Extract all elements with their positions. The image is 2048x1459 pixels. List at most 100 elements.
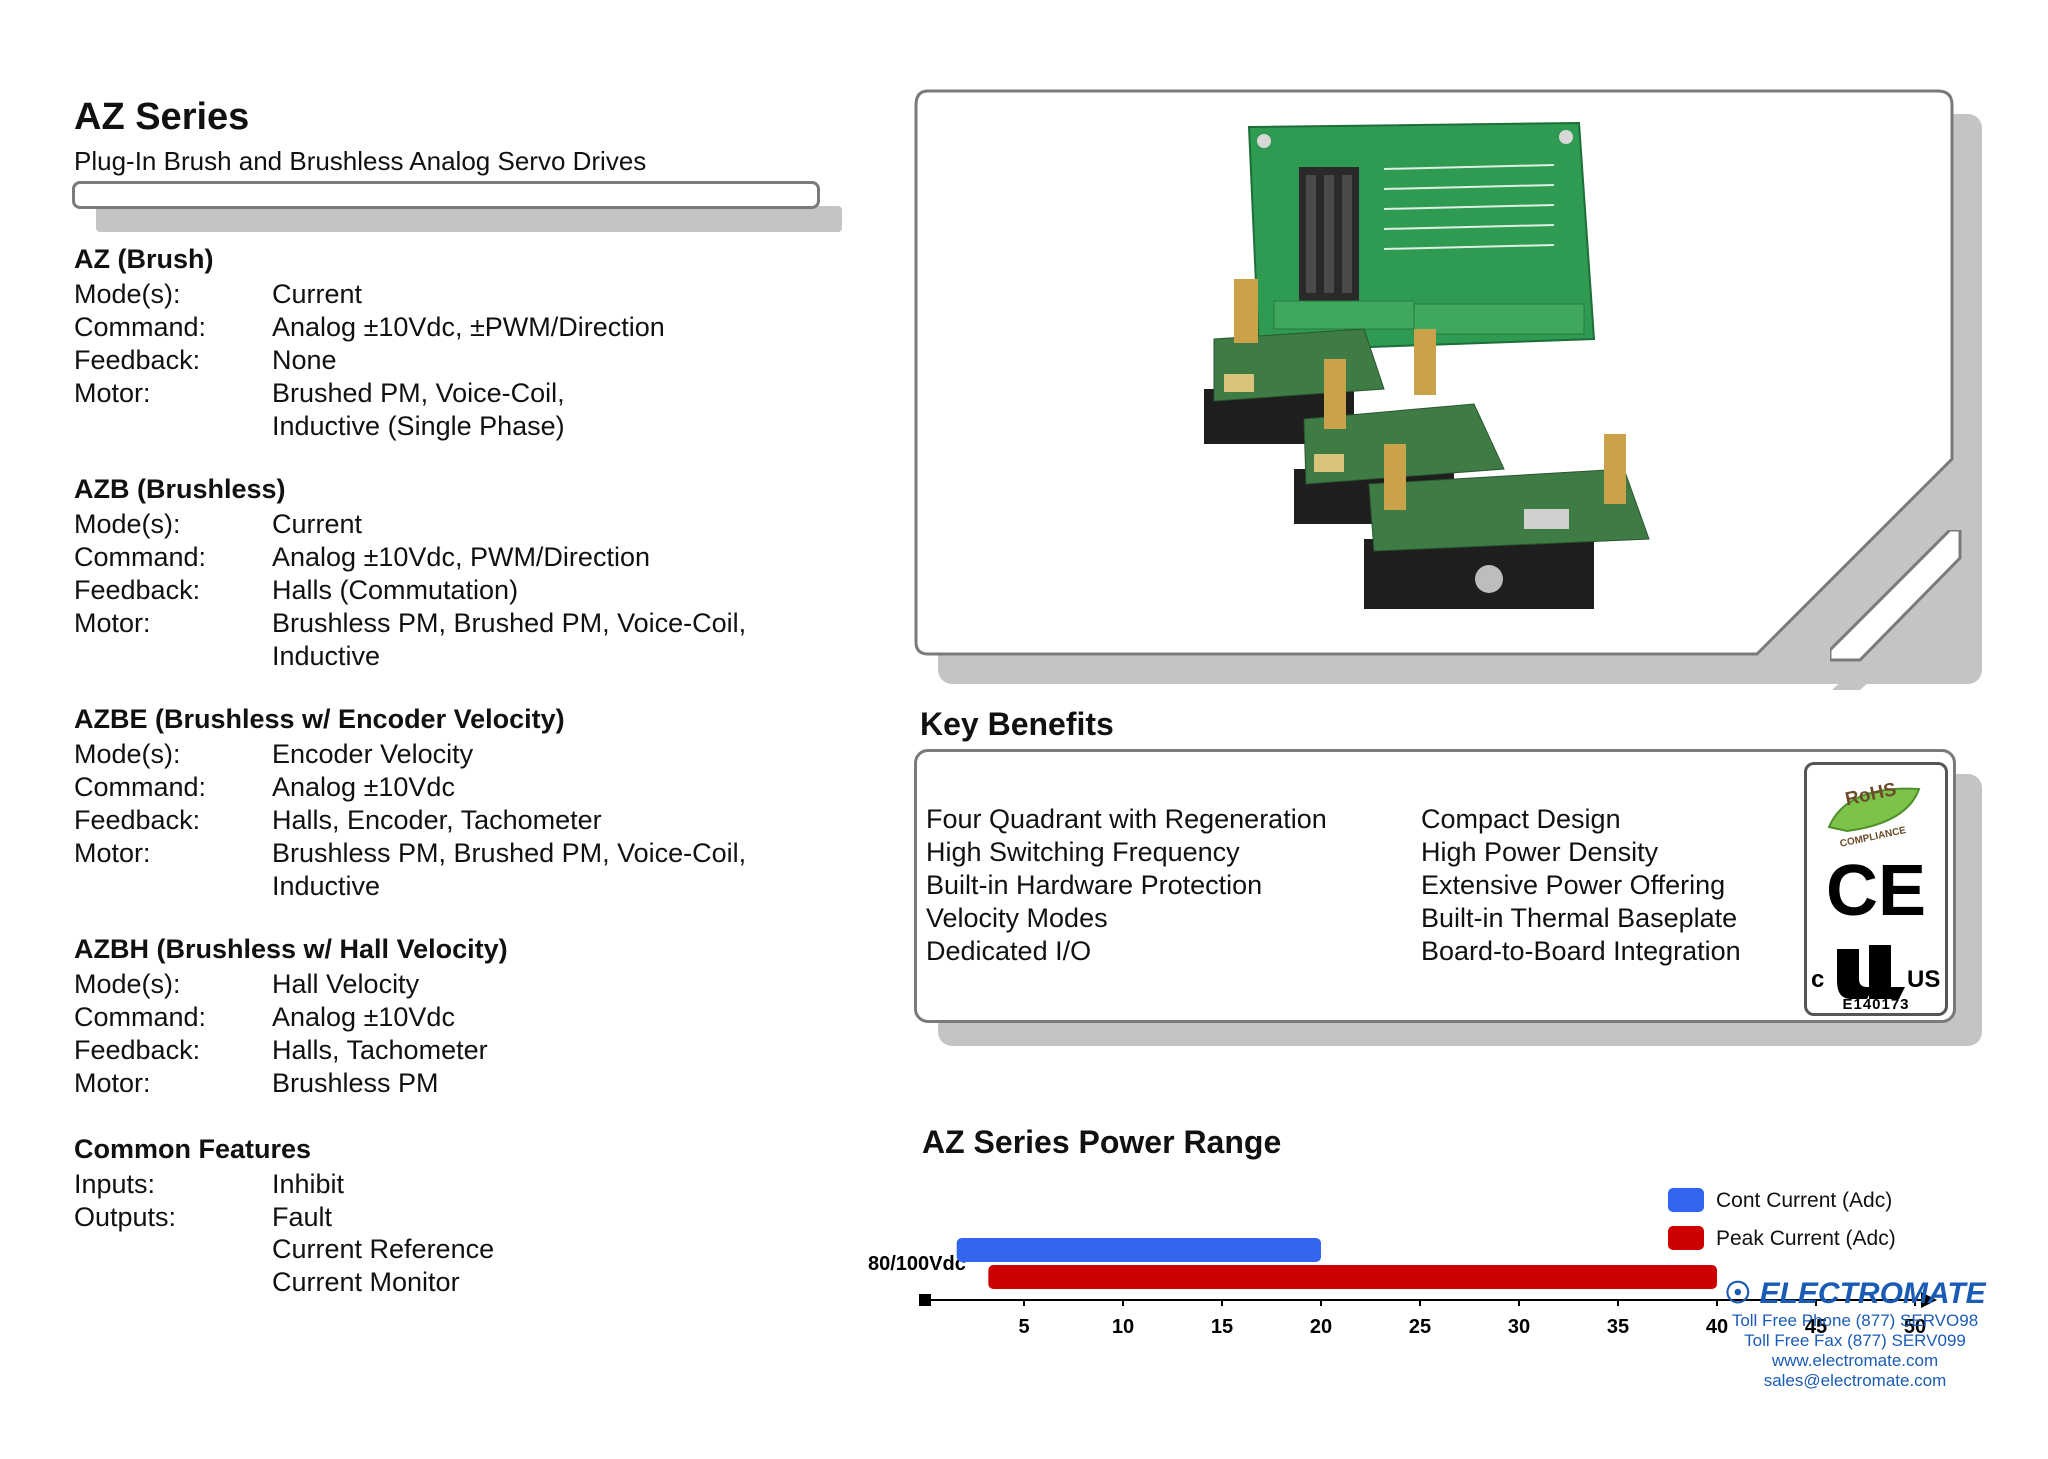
page-title: AZ Series [74,96,250,138]
key-benefits-title: Key Benefits [920,706,1114,742]
legend-swatch [1668,1226,1704,1250]
x-tick-label: 35 [1607,1316,1629,1338]
spec-row: Mode(s):Current [74,508,362,541]
benefit-item: Velocity Modes [926,903,1108,933]
spec-row: Motor: Brushless PM, Brushed PM, Voice-Co… [74,607,746,640]
spec-value-continued: Inductive [272,641,381,671]
category-label: 80/100Vdc [868,1253,966,1275]
spec-row: Motor: Brushless PM [74,1067,439,1100]
spec-row: Outputs: Fault [74,1201,332,1234]
ul-mark-icon: c US E140173 [1811,945,1940,1013]
common-features-heading: Common Features [74,1134,312,1164]
spec-row: Command: Analog ±10Vdc [74,1001,455,1034]
spec-value: Analog ±10Vdc [272,1002,455,1032]
legend-label: Cont Current (Adc) [1716,1189,1892,1212]
svg-text:US: US [1907,966,1940,993]
decorative-stripes [1830,530,1980,690]
spec-label: Feedback: [74,1035,201,1065]
range-bar-cont [956,1238,1321,1262]
spec-label: Mode(s): [74,969,181,999]
spec-label: Mode(s): [74,279,181,309]
spec-row: Motor:Brushed PM, Voice-Coil, [74,377,565,410]
title-bar-shadow [96,206,842,232]
x-axis-arrow-icon [1921,1292,1937,1308]
benefit-item: High Switching Frequency [926,837,1240,867]
rohs-logo: RoHS COMPLIANCE [1827,779,1921,850]
spec-row: Feedback:Halls (Commutation) [74,574,518,607]
spec-row: Mode(s): Hall Velocity [74,968,419,1001]
benefit-item: Built-in Thermal Baseplate [1421,903,1738,933]
section-heading-azb: AZB (Brushless) [74,474,286,504]
benefit-item: Built-in Hardware Protection [926,870,1263,900]
ce-mark-icon: CE [1826,851,1926,931]
spec-label: Command: [74,542,207,572]
x-tick-label: 30 [1508,1316,1530,1338]
spec-label: Feedback: [74,345,201,375]
certification-badges: RoHS COMPLIANCE CE c US E140173 [1804,762,1948,1016]
spec-row: Mode(s): Encoder Velocity [74,738,473,771]
brand-logo: ☉ ELECTROMATE [1680,1276,2030,1311]
page-subtitle: Plug-In Brush and Brushless Analog Servo… [74,146,647,176]
spec-label: Mode(s): [74,509,181,539]
spec-row: Mode(s):Current [74,278,362,311]
spec-label: Command: [74,312,207,342]
benefit-item: Extensive Power Offering [1421,870,1726,900]
svg-text:c: c [1811,966,1824,993]
range-bar-peak [988,1265,1717,1289]
contact-email[interactable]: sales@electromate.com [1763,1371,1947,1390]
spec-label: Inputs: [74,1169,156,1199]
spec-value: Brushless PM, Brushed PM, Voice-Coil, [272,608,747,638]
spec-label: Command: [74,1002,207,1032]
spec-label: Motor: [74,838,151,868]
benefit-item: Compact Design [1421,804,1621,834]
spec-label: Feedback: [74,575,201,605]
benefit-item: Board-to-Board Integration [1421,936,1741,966]
spec-label: Mode(s): [74,739,181,769]
spec-value: Brushed PM, Voice-Coil, [272,378,565,408]
contact-phone: Toll Free Phone (877) SERVO98 [1731,1311,1979,1330]
x-tick-label: 20 [1310,1316,1332,1338]
benefit-item: Dedicated I/O [926,936,1092,966]
drive-boards-illustration [1204,121,1650,609]
spec-value: Analog ±10Vdc, PWM/Direction [272,542,650,572]
x-tick-label: 5 [1018,1316,1029,1338]
spec-value: None [272,345,337,375]
title-bar [72,181,820,209]
contact-website[interactable]: www.electromate.com [1771,1351,1939,1370]
spec-value: Fault [272,1202,333,1232]
spec-value: Hall Velocity [272,969,420,999]
x-tick-label: 40 [1706,1316,1728,1338]
legend-swatch [1668,1188,1704,1212]
spec-label: Motor: [74,1068,151,1098]
benefits-right-column: Compact Design High Power Density Extens… [1421,803,1741,968]
spec-row: Feedback: Halls, Encoder, Tachometer [74,804,602,837]
benefit-item: Four Quadrant with Regeneration [926,804,1327,834]
spec-value: Halls, Encoder, Tachometer [272,805,602,835]
spec-value: Halls, Tachometer [272,1035,488,1065]
spec-value-continued: Current Monitor [272,1267,460,1297]
section-heading-az: AZ (Brush) [74,244,214,274]
section-heading-azbh: AZBH (Brushless w/ Hall Velocity) [74,934,508,964]
x-tick-label: 45 [1805,1316,1827,1338]
spec-value-continued: Current Reference [272,1234,495,1264]
contact-fax: Toll Free Fax (877) SERV099 [1744,1331,1966,1350]
x-tick-label: 50 [1904,1316,1926,1338]
x-tick-label: 25 [1409,1316,1431,1338]
spec-value: Brushless PM, Brushed PM, Voice-Coil, [272,838,747,868]
brand-name: ELECTROMATE [1759,1277,1986,1310]
spec-row: Feedback: Halls, Tachometer [74,1034,488,1067]
key-benefits-panel [914,749,1956,1023]
spec-value-continued: Inductive [272,871,381,901]
spec-row: Command:Analog ±10Vdc, ±PWM/Direction [74,311,665,344]
x-axis-origin-marker [919,1294,931,1306]
spec-value: Encoder Velocity [272,739,474,769]
spec-value: Analog ±10Vdc [272,772,455,802]
spec-value: Brushless PM [272,1068,439,1098]
spec-label: Motor: [74,608,151,638]
spec-label: Outputs: [74,1202,177,1232]
spec-label: Feedback: [74,805,201,835]
benefits-left-column: Four Quadrant with Regeneration High Swi… [926,803,1327,968]
section-heading-azbe: AZBE (Brushless w/ Encoder Velocity) [74,704,565,734]
spec-value: Inhibit [272,1169,345,1199]
spec-row: Inputs: Inhibit [74,1168,344,1201]
